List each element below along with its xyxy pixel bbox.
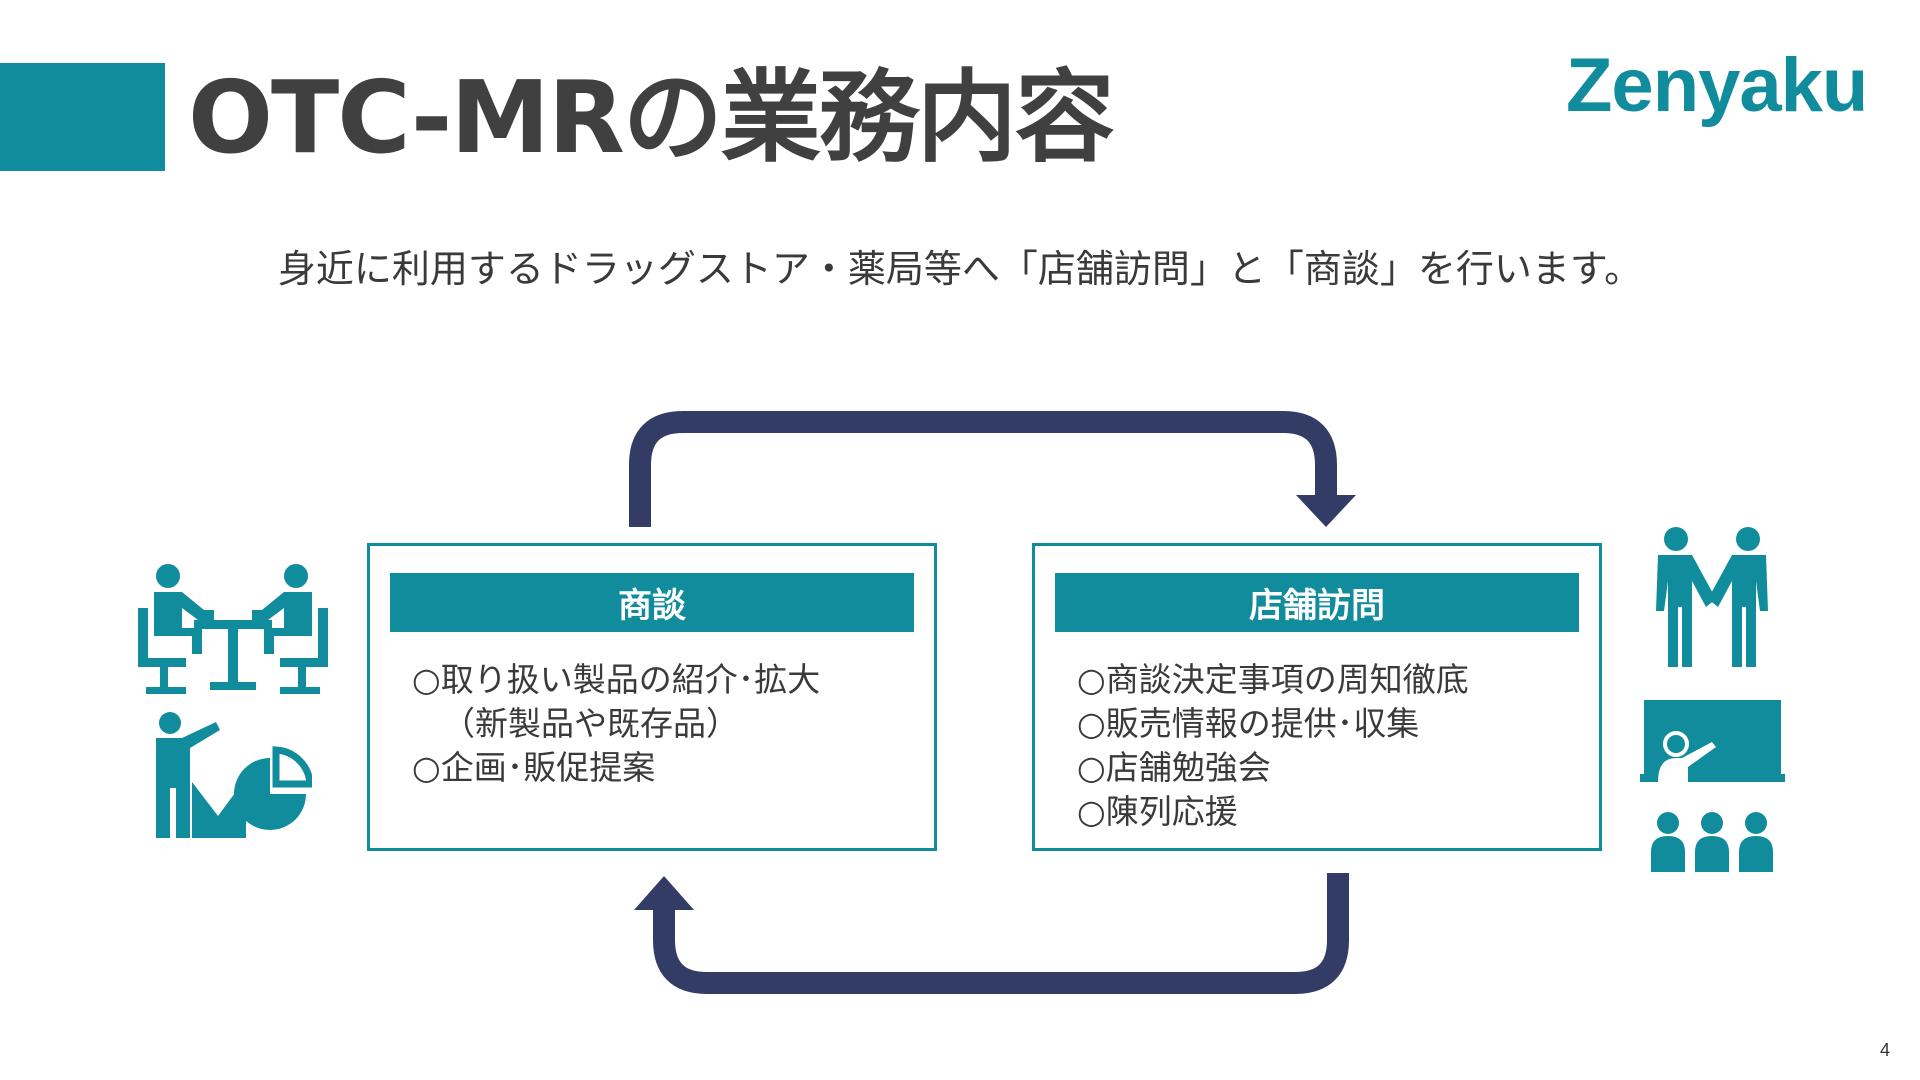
store-visit-header: 店舗訪問 [1055, 573, 1579, 632]
top-cycle-arrow [629, 411, 1337, 527]
handshake-people-icon [1656, 527, 1768, 667]
page-number: 4 [1880, 1040, 1891, 1060]
list-item: ○店舗勉強会 [1077, 748, 1271, 787]
negotiation-header: 商談 [390, 573, 914, 632]
meeting-table-icon [138, 564, 328, 694]
negotiation-list: ○取り扱い製品の紹介･拡大 （新製品や既存品） ○企画･販促提案 [412, 658, 820, 790]
store-visit-list: ○商談決定事項の周知徹底 ○販売情報の提供･収集 ○店舗勉強会 ○陳列応援 [1077, 658, 1469, 834]
seminar-audience-icon [1640, 700, 1785, 872]
list-item: ○陳列応援 [1077, 792, 1238, 831]
list-item: ○商談決定事項の周知徹底 [1077, 660, 1469, 699]
bottom-cycle-arrow [653, 873, 1349, 994]
list-item: ○販売情報の提供･収集 [1077, 704, 1420, 743]
negotiation-box: 商談 ○取り扱い製品の紹介･拡大 （新製品や既存品） ○企画･販促提案 [367, 543, 937, 851]
list-item: ○取り扱い製品の紹介･拡大 [412, 660, 821, 699]
company-logo: Zenyaku [1566, 43, 1868, 128]
subtitle: 身近に利用するドラッグストア・薬局等へ「店舗訪問」と「商談」を行います。 [277, 247, 1643, 291]
presentation-pie-chart-icon [156, 712, 312, 838]
bottom-arrowhead [634, 876, 694, 910]
list-item: （新製品や既存品） [442, 704, 739, 743]
title-accent-bar [0, 63, 165, 171]
top-arrowhead [1296, 495, 1356, 527]
page-title: OTC-MRの業務内容 [188, 59, 1115, 176]
store-visit-box: 店舗訪問 ○商談決定事項の周知徹底 ○販売情報の提供･収集 ○店舗勉強会 ○陳列… [1032, 543, 1602, 851]
list-item: ○企画･販促提案 [412, 748, 656, 787]
